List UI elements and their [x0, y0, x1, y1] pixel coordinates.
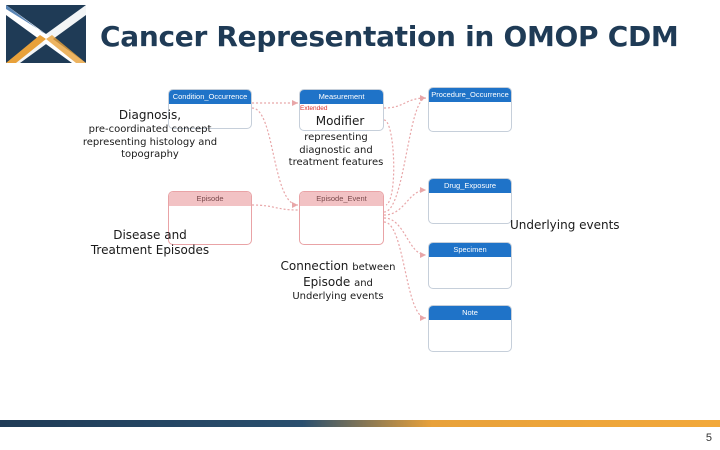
label-representing: representing diagnostic and treatment fe…	[288, 132, 384, 168]
ohdsi-logo-icon	[6, 5, 86, 63]
table-header: Drug_Exposure	[429, 179, 511, 193]
table-drug-exposure: Drug_Exposure	[428, 178, 512, 224]
table-header: Procedure_Occurrence	[429, 88, 511, 102]
footer-gradient-bar	[0, 420, 720, 427]
slide-title: Cancer Representation in OMOP CDM	[100, 20, 679, 53]
label-diagnosis: Diagnosis,	[118, 108, 182, 122]
table-header: Condition_Occurrence	[169, 90, 251, 104]
table-header: Specimen	[429, 243, 511, 257]
table-condition-occurrence: Condition_Occurrence	[168, 89, 252, 129]
label-modifier: Modifier	[315, 114, 365, 128]
label-underlying-events-small: Underlying events	[292, 291, 384, 302]
table-header: Note	[429, 306, 511, 320]
table-header: Measurement	[300, 90, 383, 104]
label-underlying-events: Underlying events	[510, 218, 620, 232]
between-word: between	[352, 262, 396, 273]
episode-word: Episode	[303, 274, 351, 289]
label-connection: Connection between Episode and	[272, 259, 404, 290]
and-word: and	[354, 277, 373, 289]
connection-word: Connection	[280, 259, 349, 273]
table-procedure-occurrence: Procedure_Occurrence	[428, 87, 512, 132]
label-precoordinated: pre-coordinated concept representing his…	[82, 124, 218, 160]
table-note: Note	[428, 305, 512, 352]
table-header: Episode	[169, 192, 251, 206]
table-episode: Episode	[168, 191, 252, 245]
extended-tag: Extended	[300, 105, 328, 112]
connector-lines	[251, 95, 427, 321]
table-measurement: Measurement	[299, 89, 384, 131]
table-episode-event: Episode_Event	[299, 191, 384, 245]
page-number: 5	[705, 432, 712, 444]
table-header: Episode_Event	[300, 192, 383, 206]
table-specimen: Specimen	[428, 242, 512, 289]
label-disease-episodes: Disease and Treatment Episodes	[90, 228, 210, 257]
